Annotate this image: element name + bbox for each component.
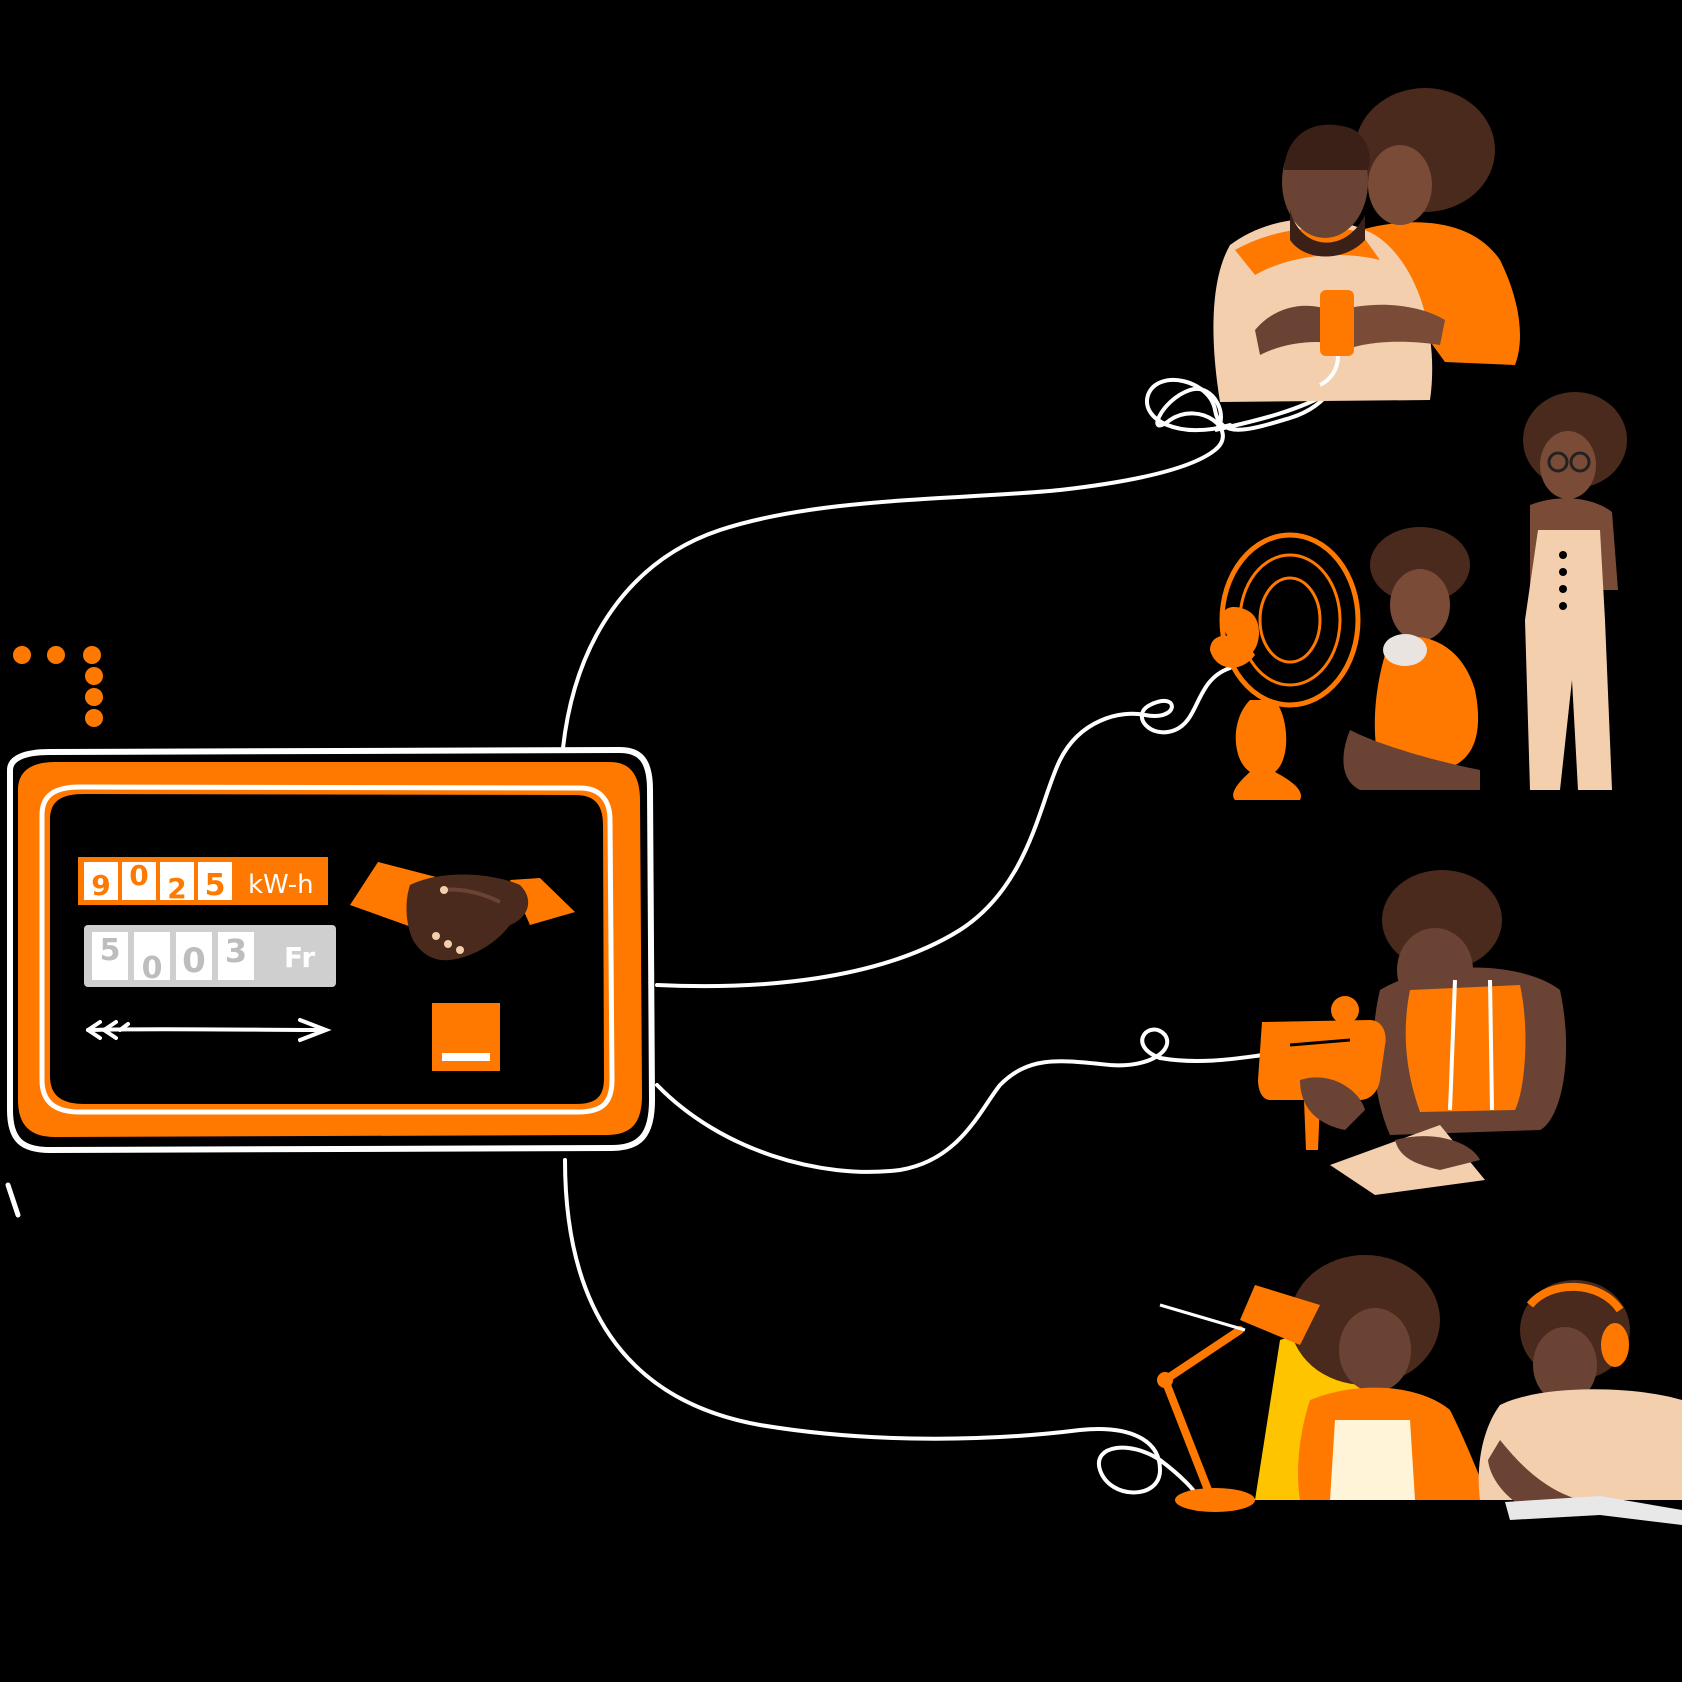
money-digit-1: 5 — [100, 933, 121, 968]
energy-digit-1: 9 — [91, 869, 110, 902]
money-digit-2: 0 — [142, 951, 163, 986]
cable-to-fan — [655, 666, 1232, 989]
money-digit-4: 3 — [225, 932, 247, 970]
handshake-icon — [350, 862, 575, 961]
cable-to-lamp — [563, 1158, 1202, 1502]
energy-unit: kW-h — [248, 870, 314, 900]
scene-tailor-with-sewing-machine — [1258, 870, 1567, 1195]
fan-icon — [1210, 532, 1361, 800]
decorative-stroke — [5, 1182, 21, 1218]
cable-loop-phone — [1144, 378, 1332, 433]
scene-children-with-fan — [1210, 392, 1627, 800]
money-reading: 5 0 0 3 Fr — [84, 925, 336, 987]
energy-digit-4: 5 — [205, 868, 226, 903]
dots-icon — [13, 646, 103, 727]
cable-to-phone — [561, 386, 1332, 750]
arrow-right-icon — [86, 1018, 332, 1042]
money-digit-3: 0 — [182, 941, 206, 981]
cables — [561, 378, 1332, 1502]
scene-couple-with-phone — [1213, 88, 1520, 402]
energy-digit-3: 2 — [167, 872, 186, 905]
scene-students-with-desk-lamp — [1157, 1255, 1682, 1525]
orange-square-logo — [432, 1003, 500, 1071]
money-unit: Fr — [284, 941, 315, 974]
cable-to-sewing — [655, 1027, 1265, 1174]
desk-lamp-icon — [1157, 1285, 1320, 1512]
energy-digit-2: 0 — [129, 859, 148, 892]
smartphone-icon — [1320, 290, 1354, 356]
energy-reading: 9 0 2 5 kW-h — [78, 857, 328, 905]
